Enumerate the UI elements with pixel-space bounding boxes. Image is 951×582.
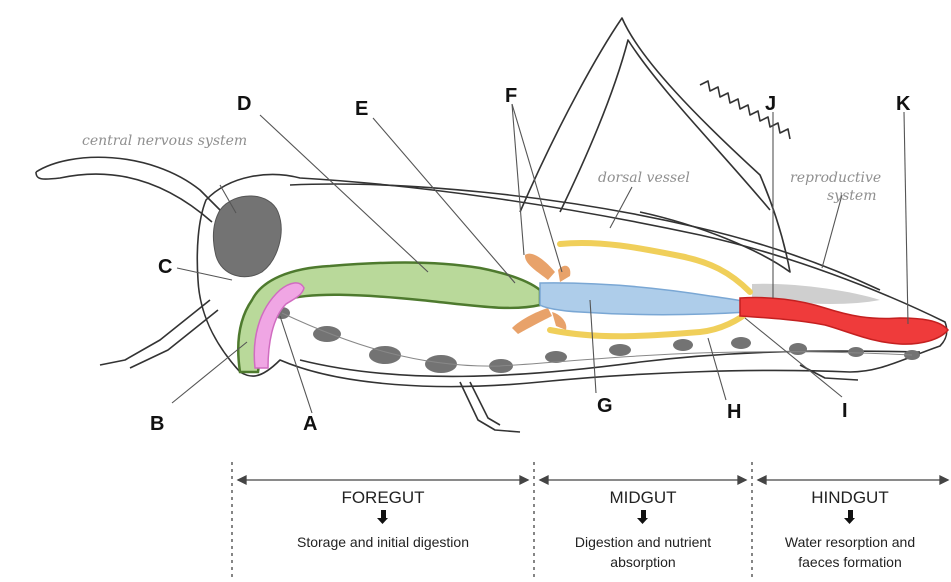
antenna: [36, 157, 228, 222]
foregut-title: FOREGUT: [341, 488, 424, 507]
label-E: E: [355, 98, 368, 120]
annotation-system: system: [827, 188, 876, 204]
annotation-reproductive: reproductive: [790, 170, 881, 186]
midgut-title: MIDGUT: [609, 488, 676, 507]
down-arrow-icons: [377, 510, 855, 524]
midgut: [540, 283, 748, 315]
label-K: K: [896, 93, 911, 115]
label-D: D: [237, 93, 251, 115]
midgut-desc-line2: absorption: [610, 554, 675, 570]
foregut-desc: Storage and initial digestion: [297, 534, 469, 550]
segment-arrows: [238, 476, 948, 484]
hindgut-desc-line1: Water resorption and: [785, 534, 915, 550]
label-I: I: [842, 400, 848, 422]
midgut-desc-line1: Digestion and nutrient: [575, 534, 711, 550]
label-B: B: [150, 413, 164, 435]
hindgut: [740, 297, 948, 344]
brain: [213, 196, 281, 277]
label-C: C: [158, 256, 172, 278]
annotation-cns: central nervous system: [82, 133, 247, 149]
label-J: J: [765, 93, 776, 115]
label-G: G: [597, 395, 613, 417]
mid-leg: [460, 382, 520, 432]
front-leg: [100, 300, 218, 368]
hindgut-desc-line2: faeces formation: [798, 554, 902, 570]
hind-femur: [520, 18, 790, 272]
label-F: F: [505, 85, 517, 107]
label-H: H: [727, 401, 741, 423]
label-A: A: [303, 413, 317, 435]
annotation-dorsal-vessel: dorsal vessel: [598, 170, 690, 186]
hind-femur-inner: [560, 40, 770, 212]
hindgut-title: HINDGUT: [811, 488, 888, 507]
